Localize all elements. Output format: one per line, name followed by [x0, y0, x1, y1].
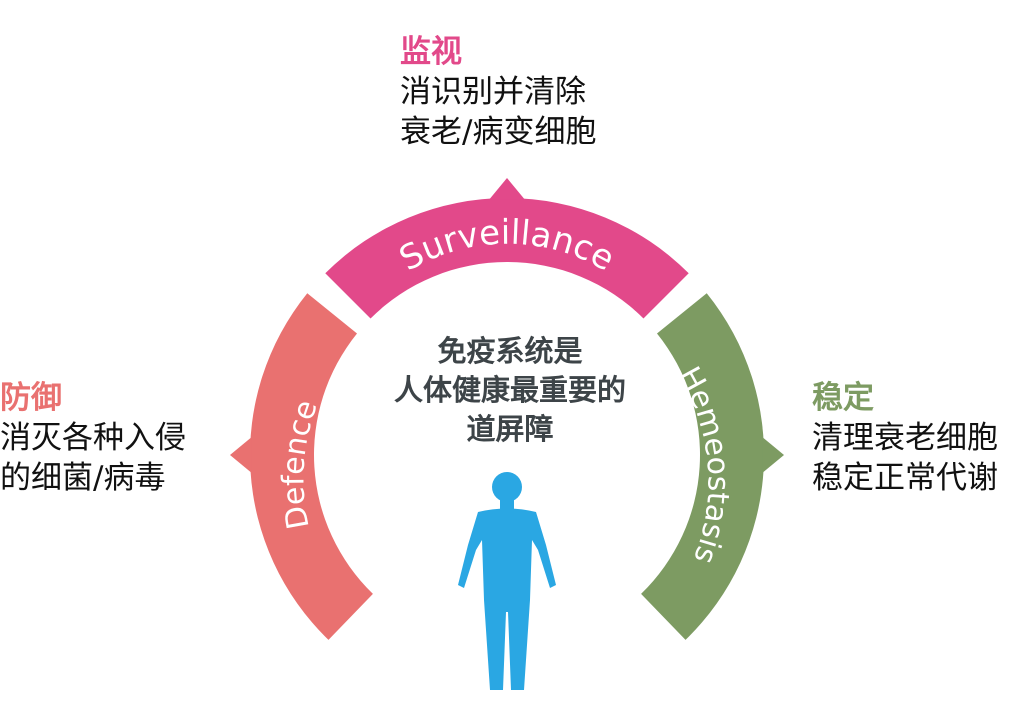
center-line: 道屏障: [466, 412, 554, 446]
hemeostasis-title: 稳定: [812, 380, 874, 416]
hemeostasis-pointer-icon: [762, 437, 784, 473]
defence-segment: [250, 293, 373, 640]
center-line: 免疫系统是: [437, 334, 583, 368]
human-body-icon: [458, 472, 556, 690]
hemeostasis-line: 稳定正常代谢: [812, 460, 998, 496]
defence-pointer-icon: [230, 437, 252, 473]
hemeostasis-description: 稳定 清理衰老细胞 稳定正常代谢: [812, 378, 998, 498]
center-line: 人体健康最重要的: [393, 373, 626, 407]
defence-description: 防御 消灭各种入侵 的细菌/病毒: [0, 378, 186, 498]
surveillance-description: 监视 消识别并清除 衰老/病变细胞: [400, 32, 596, 152]
hemeostasis-segment: [641, 293, 764, 640]
surveillance-line: 衰老/病变细胞: [400, 114, 597, 150]
surveillance-line: 消识别并清除: [400, 74, 586, 110]
defence-line: 消灭各种入侵: [0, 420, 186, 456]
center-message: 免疫系统是 人体健康最重要的 道屏障: [360, 332, 660, 449]
defence-line: 的细菌/病毒: [0, 460, 166, 496]
surveillance-title: 监视: [400, 34, 462, 70]
defence-title: 防御: [0, 380, 62, 416]
surveillance-segment: [325, 198, 689, 319]
surveillance-pointer-icon: [489, 178, 525, 200]
hemeostasis-line: 清理衰老细胞: [812, 420, 998, 456]
